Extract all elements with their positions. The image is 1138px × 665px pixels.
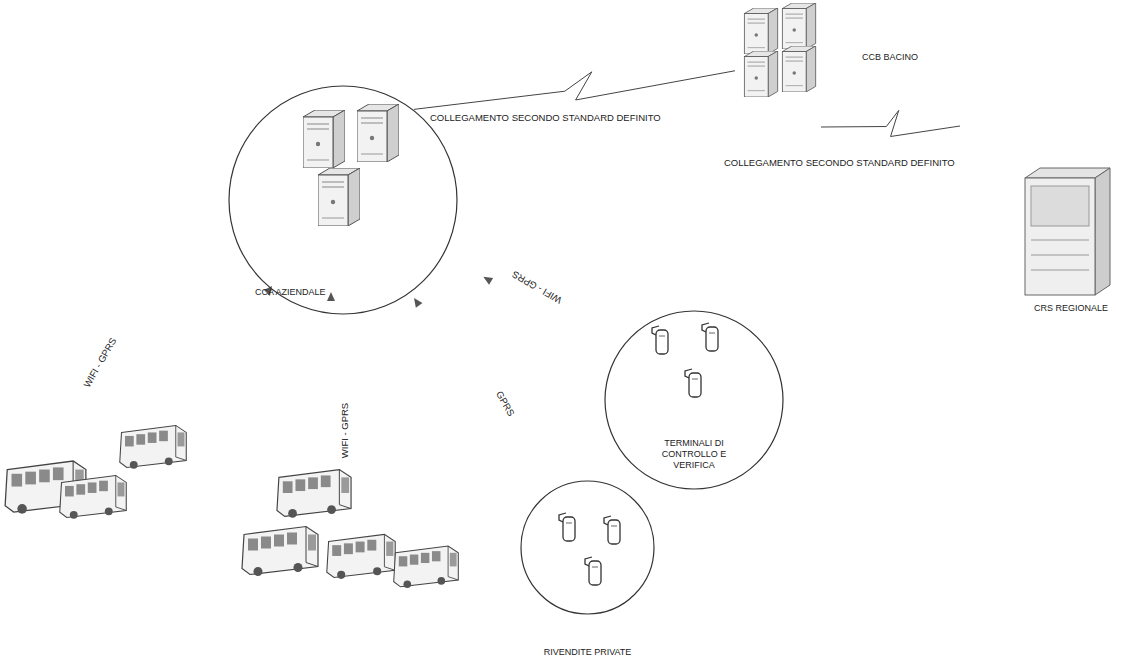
circle-border xyxy=(229,86,457,314)
link-label: WIFI - GPRS xyxy=(509,267,566,306)
link-label: GPRS xyxy=(493,387,518,419)
arrow-head xyxy=(414,298,422,308)
link-connector xyxy=(445,254,617,355)
link-label: WIFI - GPRS xyxy=(339,400,350,459)
link-line xyxy=(821,110,960,136)
link-connector xyxy=(414,71,735,110)
handheld-terminals xyxy=(559,513,620,585)
node-label: CRS REGIONALE xyxy=(1015,303,1127,314)
link-label: WIFI - GPRS xyxy=(80,334,119,391)
device-circle: RIVENDITE PRIVATE xyxy=(520,480,655,615)
mainframe-cabinet xyxy=(1025,168,1110,295)
link-label: COLLEGAMENTO SECONDO STANDARD DEFINITO xyxy=(722,157,957,168)
server-group xyxy=(744,3,815,97)
node-label: CCA AZIENDALE xyxy=(255,287,350,298)
server-node: CRS REGIONALE xyxy=(960,120,1130,320)
server-node: CCB BACINO xyxy=(735,2,950,127)
link-connector xyxy=(411,293,549,492)
circle-border xyxy=(605,311,783,489)
arrow-head xyxy=(483,277,493,285)
link-line xyxy=(445,254,617,355)
link-line xyxy=(411,293,549,492)
circle-outline xyxy=(520,480,655,615)
bus-group xyxy=(242,470,458,589)
node-label: TERMINALI DI CONTROLLO E VERIFICA xyxy=(659,438,729,471)
node-label: RIVENDITE PRIVATE xyxy=(525,647,650,658)
system-circle: CCA AZIENDALE xyxy=(228,85,458,315)
circle-border xyxy=(521,481,654,614)
link-connector xyxy=(821,110,960,136)
node-label: CCB BACINO xyxy=(862,52,948,63)
device-circle: TERMINALI DI CONTROLLO E VERIFICA xyxy=(604,310,784,490)
server-group xyxy=(303,104,399,226)
circle-outline xyxy=(228,85,458,315)
arrow-head xyxy=(327,292,335,301)
bus-group xyxy=(5,425,186,518)
handheld-terminals xyxy=(652,323,718,397)
link-label: COLLEGAMENTO SECONDO STANDARD DEFINITO xyxy=(428,112,663,123)
link-line xyxy=(414,71,735,110)
